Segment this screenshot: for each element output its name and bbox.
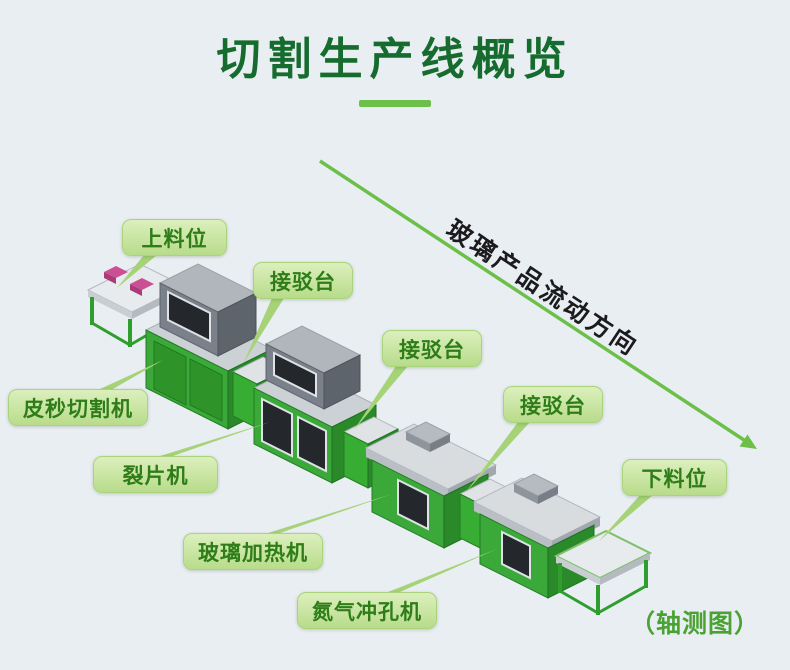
label-loading-position: 上料位 [122,219,227,256]
view-note: （轴测图） [630,609,761,638]
page-title: 切割生产线概览 [216,34,574,85]
title-underline [359,100,431,108]
label-nitrogen-puncher: 氮气冲孔机 [297,592,437,629]
flow-arrow [319,159,757,449]
machine-nitrogen-puncher [472,473,602,599]
callout-tails [100,255,653,592]
machine-splitting [252,325,378,484]
label-transfer-table-3: 接驳台 [503,386,603,423]
label-transfer-table-1: 接驳台 [253,262,353,299]
label-transfer-table-2: 接驳台 [382,330,482,367]
label-picosecond-cutter: 皮秒切割机 [8,389,148,426]
machine-glass-heater [364,421,498,549]
label-splitting-machine: 裂片机 [93,456,218,493]
machine-picosecond-cutter [144,263,274,430]
title-block: 切割生产线概览 [0,34,790,108]
label-glass-heater: 玻璃加热机 [183,533,323,570]
label-unloading-position: 下料位 [622,459,727,496]
machine-unloading-station [553,529,653,615]
